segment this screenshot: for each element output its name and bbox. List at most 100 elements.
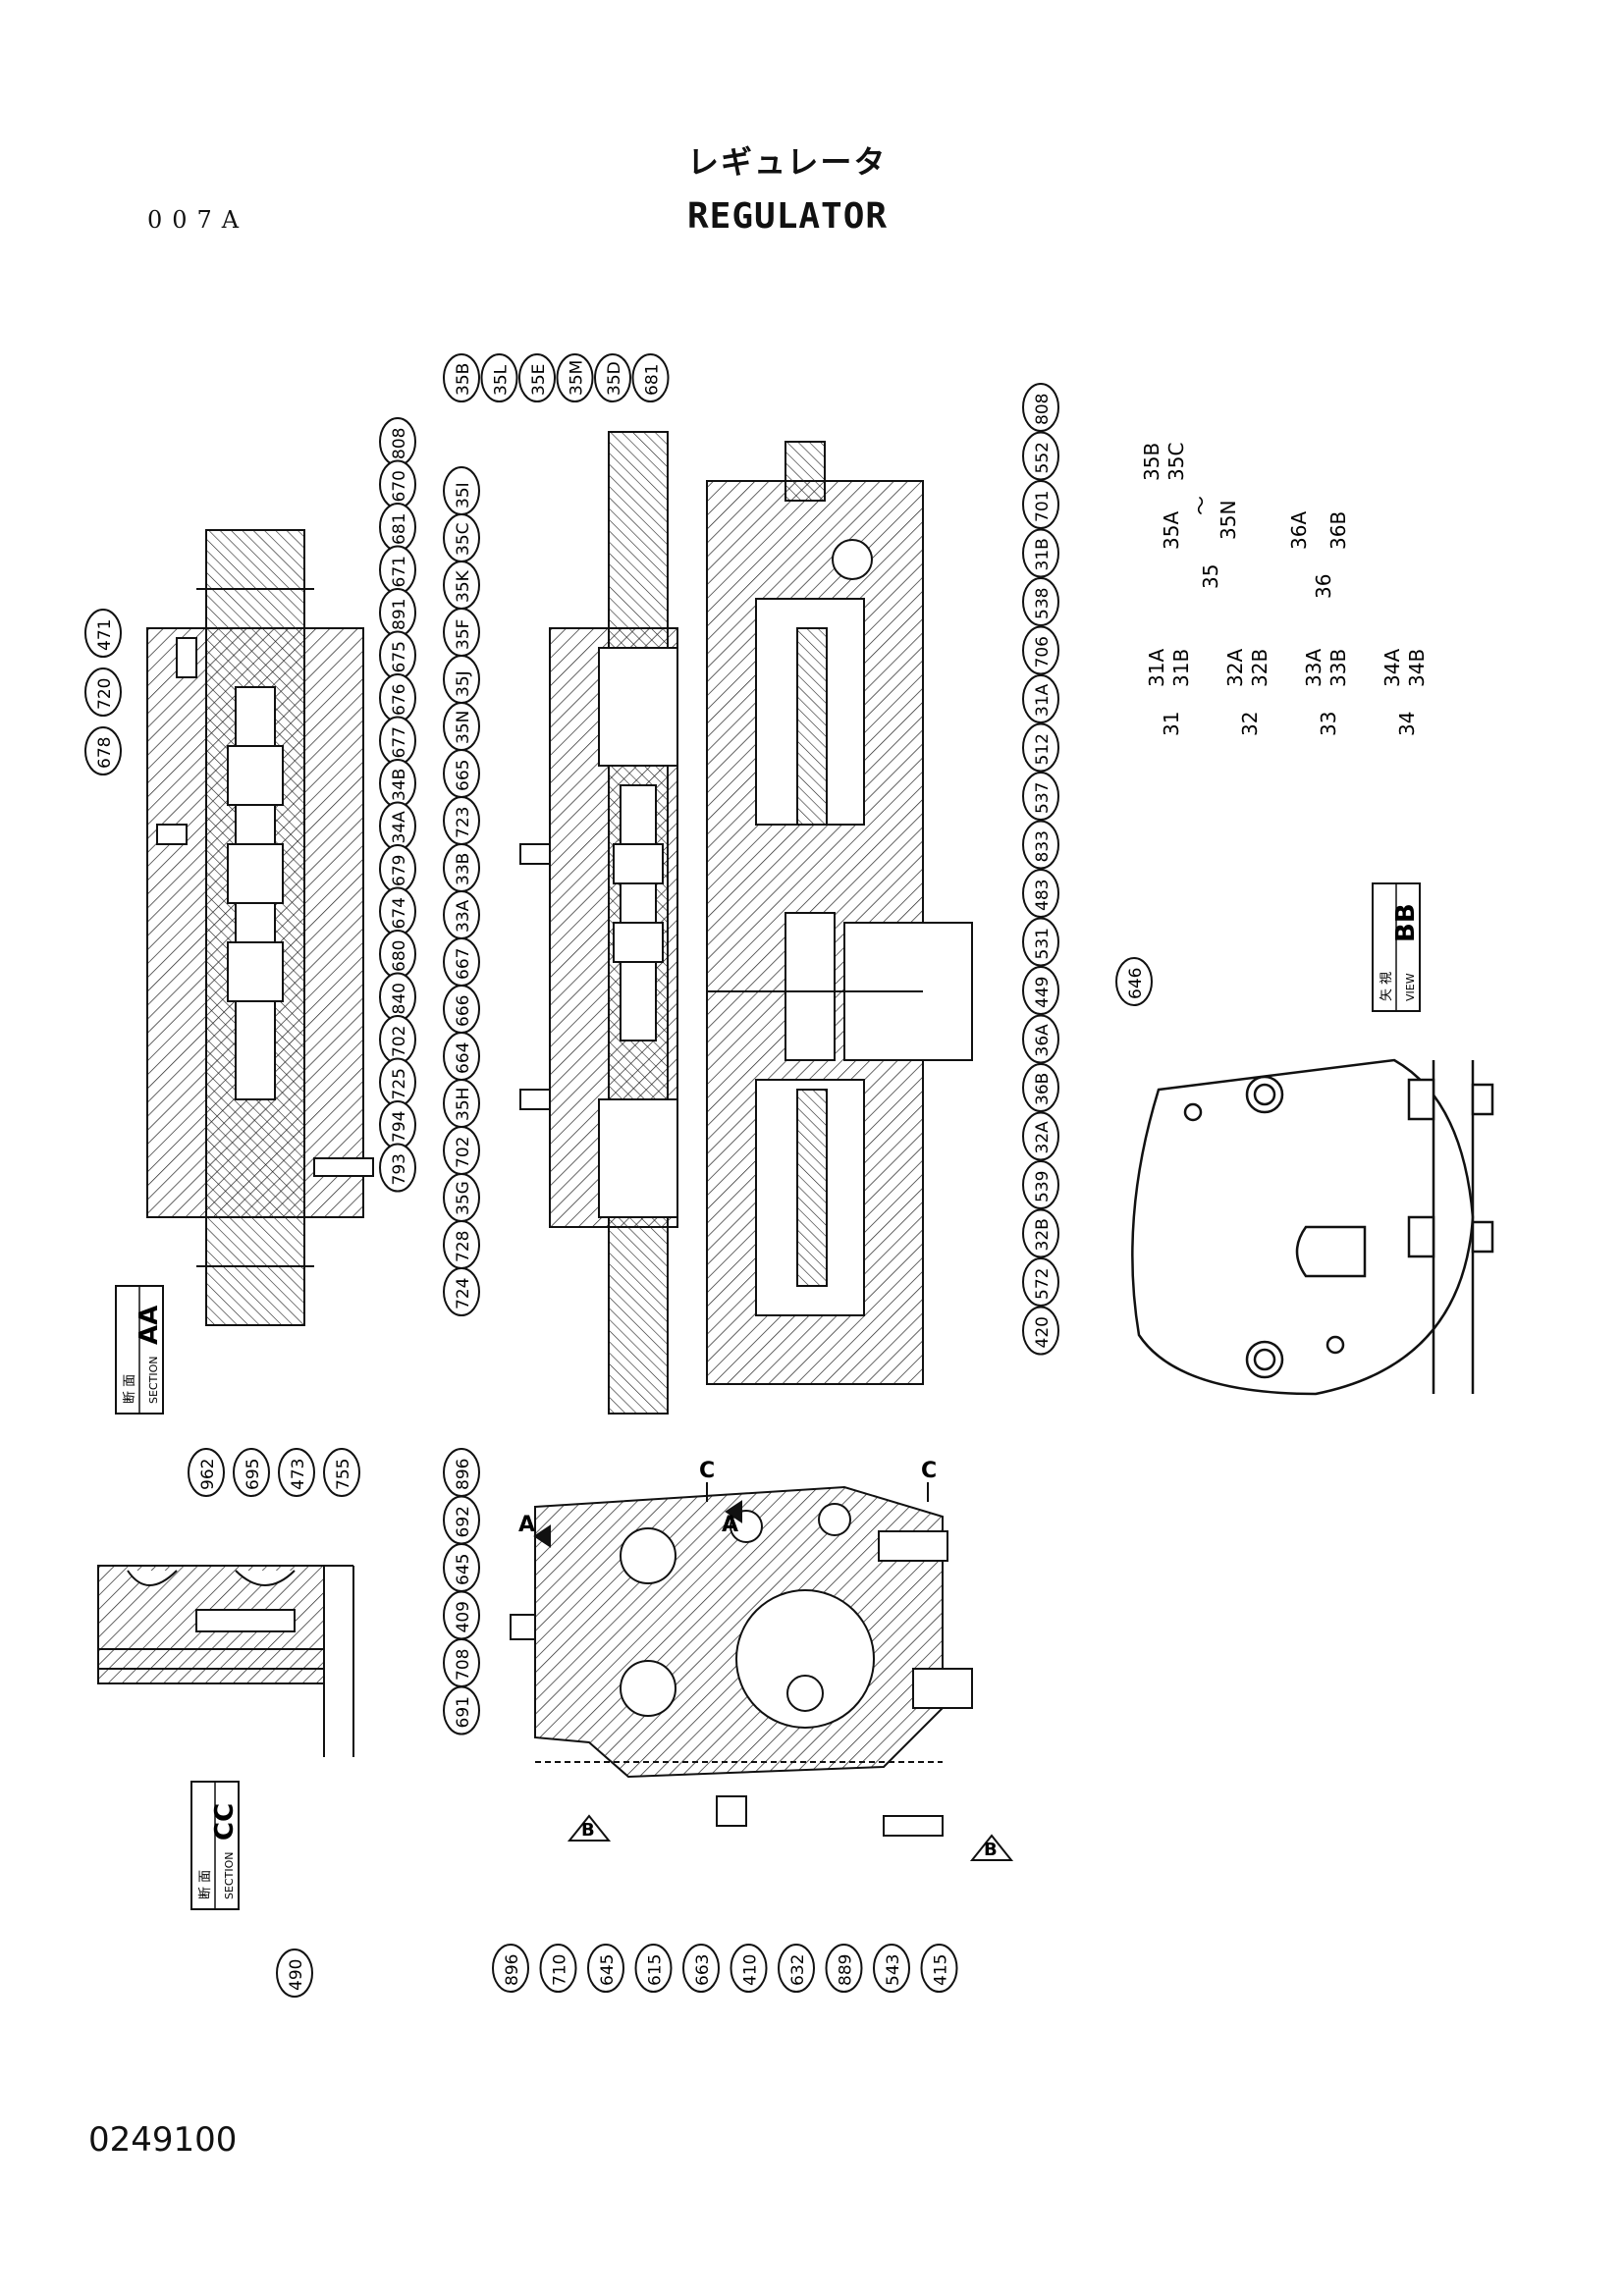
callout-aa_right-34B: 34B (379, 759, 416, 808)
callout-label: 35E (529, 364, 549, 396)
callout-mid_right-35K: 35K (443, 561, 480, 610)
callout-label: 36A (1033, 1024, 1053, 1057)
callout-right_col-706: 706 (1022, 625, 1059, 675)
callout-mid_right-702: 702 (443, 1126, 480, 1175)
marker-c-right: C (921, 1459, 937, 1483)
callout-aa_right-670: 670 (379, 459, 416, 509)
callout-label: 35L (492, 364, 512, 396)
callout-balloon (443, 1685, 480, 1735)
callout-balloon (1022, 1208, 1059, 1258)
title-japanese: レギュレータ (687, 143, 888, 181)
callout-balloon (1022, 674, 1059, 723)
callout-balloon (1022, 722, 1059, 773)
callout-balloon (873, 1944, 910, 1993)
callout-right_col-512: 512 (1022, 722, 1059, 773)
callout-label: 724 (454, 1278, 473, 1309)
callout-mid_right-35I: 35I (443, 466, 480, 515)
callout-aa_right-677: 677 (379, 716, 416, 766)
callout-right_col-808: 808 (1022, 383, 1059, 432)
cc-word-jp: 断 面 (198, 1870, 213, 1899)
callout-label: 34B (390, 769, 409, 801)
callout-label: 537 (1033, 782, 1053, 814)
callout-bb_view-646: 646 (1115, 957, 1153, 1006)
callout-label: 889 (837, 1954, 856, 1986)
callout-balloon (518, 353, 556, 402)
legend-35c: 35C (1164, 443, 1188, 481)
callout-label: 31A (1033, 683, 1053, 717)
callout-balloon (188, 1448, 225, 1497)
legend-35-parent: 35 (1199, 564, 1222, 589)
callout-label: 676 (390, 684, 409, 716)
callout-right_col-483: 483 (1022, 869, 1059, 918)
callout-aa_right-676: 676 (379, 673, 416, 722)
callout-balloon (1022, 966, 1059, 1015)
callout-cc_top-962: 962 (188, 1448, 225, 1497)
callout-right_col-420: 420 (1022, 1306, 1059, 1356)
callout-mid_right-665: 665 (443, 749, 480, 798)
callout-cc_top-755: 755 (323, 1448, 360, 1497)
callout-label: 670 (390, 470, 409, 502)
callout-label: 490 (287, 1959, 306, 1991)
callout-mid_right-35C: 35C (443, 513, 480, 562)
callout-label: 449 (1033, 977, 1053, 1008)
callout-label: 471 (95, 619, 115, 651)
callout-balloon (233, 1448, 270, 1497)
callout-right_col-538: 538 (1022, 577, 1059, 626)
legend-36-parent: 36 (1312, 574, 1335, 599)
callout-label: 35G (454, 1181, 473, 1215)
callout-label: 645 (598, 1954, 618, 1986)
callout-mid_right-35N: 35N (443, 702, 480, 751)
callout-label: 32B (1033, 1218, 1053, 1251)
callout-label: 663 (693, 1954, 713, 1986)
callout-label: 35F (454, 619, 473, 650)
callout-balloon (323, 1448, 360, 1497)
callout-balloon (84, 726, 122, 775)
callout-label: 794 (390, 1111, 409, 1143)
callout-mid_right-35G: 35G (443, 1173, 480, 1222)
callout-label: 671 (390, 556, 409, 587)
callout-mid_top-35L: 35L (480, 353, 518, 402)
callout-balloon (778, 1944, 815, 1993)
callout-label: 665 (454, 760, 473, 791)
callout-aa_right-794: 794 (379, 1100, 416, 1149)
callout-balloon (594, 353, 631, 402)
aa-letters: AA (135, 1306, 164, 1345)
callout-aa_right-34A: 34A (379, 801, 416, 851)
callout-label: 415 (932, 1954, 951, 1986)
callout-layer: 80867068167189167567667734B34A6796746808… (84, 353, 1153, 1998)
drawing-number: 0249100 (88, 2120, 238, 2160)
section-bb-tag: 矢 視 VIEW BB (1372, 882, 1421, 1012)
callout-label: 32A (1033, 1121, 1053, 1154)
callout-balloon (1022, 431, 1059, 481)
callout-label: 728 (454, 1231, 473, 1262)
callout-mid_right-667: 667 (443, 937, 480, 987)
legend-36a: 36A (1287, 511, 1311, 550)
callout-label: 691 (454, 1696, 473, 1728)
callout-mid_right-35F: 35F (443, 608, 480, 657)
callout-balloon (1022, 869, 1059, 918)
callout-bottom_row-645: 645 (587, 1944, 624, 1993)
view-bb-drawing (1131, 1058, 1494, 1396)
callout-balloon (1022, 383, 1059, 432)
callout-right_col-31A: 31A (1022, 674, 1059, 723)
callout-aa_right-793: 793 (379, 1143, 416, 1193)
callout-balloon (1022, 820, 1059, 870)
marker-b-left: B (581, 1820, 595, 1841)
callout-label: 35N (454, 711, 473, 744)
callout-label: 572 (1033, 1268, 1053, 1300)
section-aa-tag: 断 面 SECTION AA (115, 1285, 164, 1415)
callout-label: 35M (568, 360, 587, 396)
callout-label: 681 (643, 364, 663, 396)
callout-balloon (84, 609, 122, 658)
callout-label: 896 (503, 1954, 522, 1986)
legend-33a: 33A (1302, 649, 1325, 687)
callout-balloon (1022, 625, 1059, 675)
callout-bottom_left-645: 645 (443, 1543, 480, 1592)
bb-letters: BB (1391, 903, 1421, 942)
callout-balloon (556, 353, 594, 402)
section-aa-drawing (146, 529, 374, 1326)
callout-bottom_row-896: 896 (492, 1944, 529, 1993)
callout-right_col-531: 531 (1022, 917, 1059, 967)
callout-bottom_left-896: 896 (443, 1448, 480, 1497)
aa-word-jp: 断 面 (123, 1374, 137, 1404)
